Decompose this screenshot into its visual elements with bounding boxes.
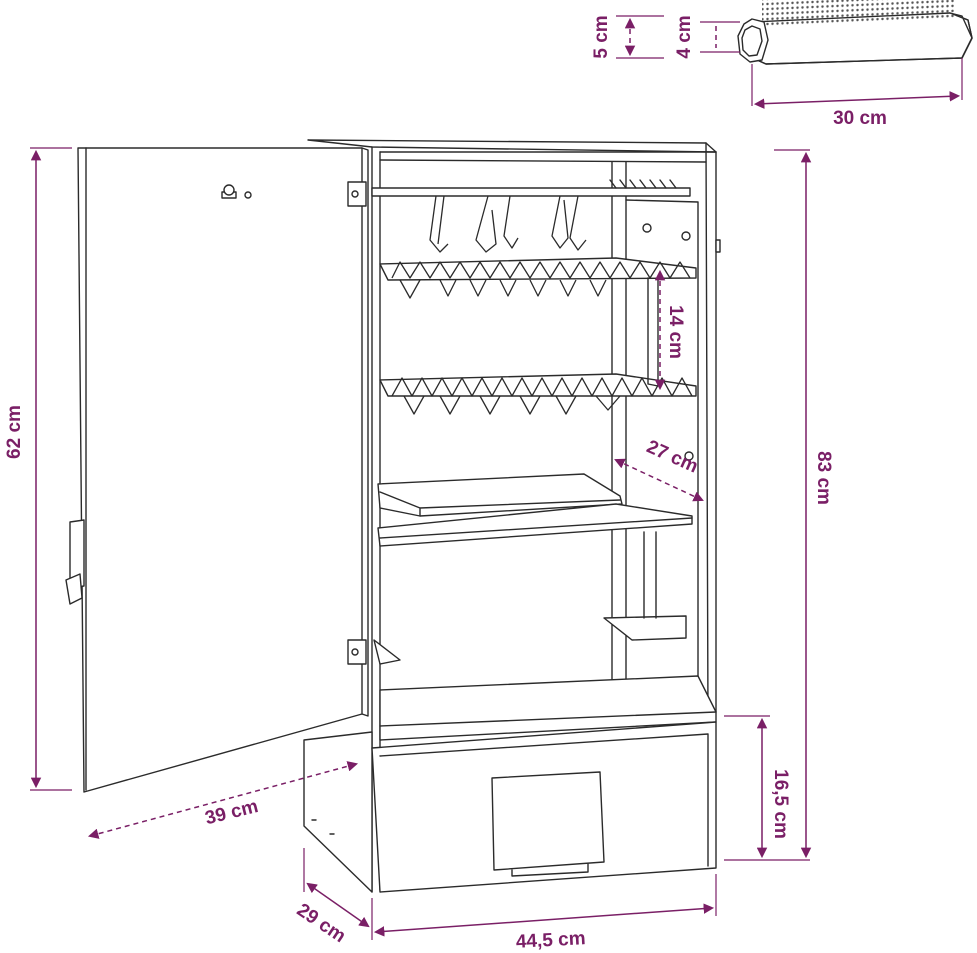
dimension-lines bbox=[30, 15, 963, 940]
drawer-height-label: 16,5 cm bbox=[770, 769, 791, 839]
door-width-label: 39 cm bbox=[203, 796, 260, 829]
width-label: 44,5 cm bbox=[515, 928, 586, 953]
tube-inner-label: 4 cm bbox=[674, 15, 695, 58]
rack-spacing-label: 14 cm bbox=[665, 305, 686, 359]
cabinet-body bbox=[303, 139, 721, 893]
door bbox=[65, 147, 369, 793]
tube-outer-label: 5 cm bbox=[591, 15, 612, 58]
smoke-tube bbox=[737, 0, 973, 65]
tube-length-label: 30 cm bbox=[833, 108, 887, 129]
door-height-label: 62 cm bbox=[4, 405, 25, 459]
rack-depth-label: 27 cm bbox=[643, 436, 701, 477]
total-height-label: 83 cm bbox=[813, 451, 834, 505]
